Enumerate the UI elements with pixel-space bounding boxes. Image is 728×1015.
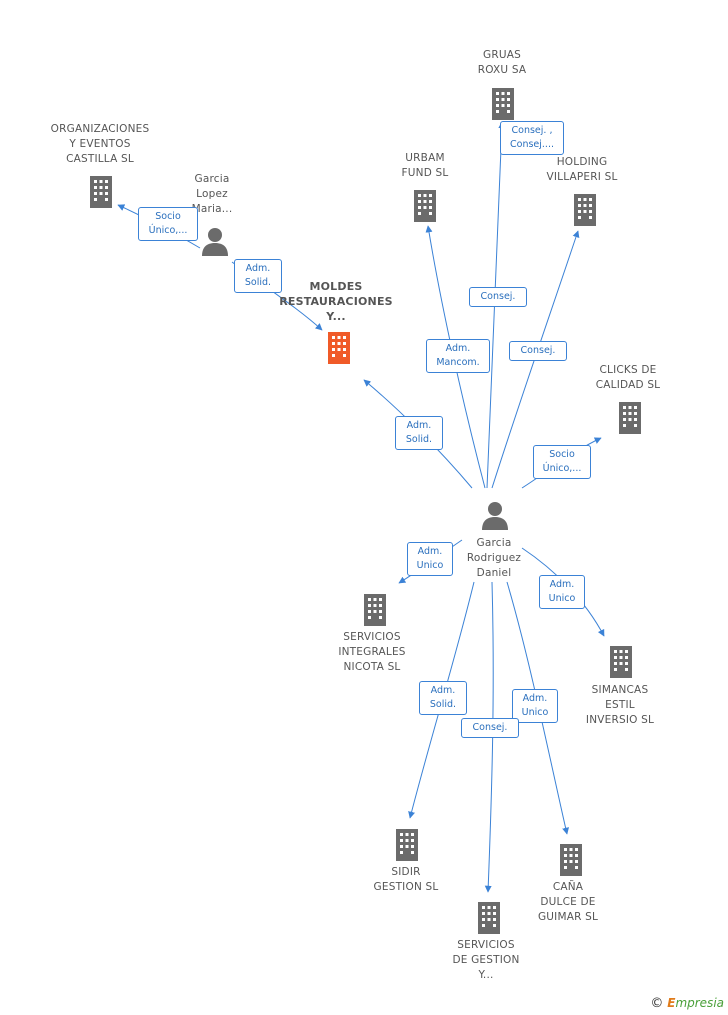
edge-label-socio-org[interactable]: Socio Único,... xyxy=(138,207,198,241)
node-label: Garcia Rodriguez Daniel xyxy=(466,537,522,579)
copyright-symbol: © xyxy=(650,996,664,1011)
person-icon xyxy=(482,502,508,530)
node-label: SERVICIOS DE GESTION Y... xyxy=(452,939,520,981)
building-icon xyxy=(90,176,112,208)
node-label: URBAM FUND SL xyxy=(401,152,449,179)
edge-label-gruas[interactable]: Consej. , Consej.... xyxy=(500,121,564,155)
person-icon xyxy=(202,228,228,256)
building-icon xyxy=(364,594,386,626)
empresia-footer[interactable]: © Empresia xyxy=(650,996,724,1011)
building-icon xyxy=(610,646,632,678)
edge-label-adm-unico-cana[interactable]: Adm. Unico xyxy=(512,689,558,723)
edge-label-consej-urbam[interactable]: Consej. xyxy=(469,287,527,307)
building-icon xyxy=(396,829,418,861)
building-icon xyxy=(414,190,436,222)
node-label: ORGANIZACIONES Y EVENTOS CASTILLA SL xyxy=(50,123,150,165)
building-icon xyxy=(478,902,500,934)
edge-servicios-gestion xyxy=(484,581,494,893)
node-label: CAÑA DULCE DE GUIMAR SL xyxy=(537,881,599,923)
node-label: HOLDING VILLAPERI SL xyxy=(546,156,618,183)
building-icon xyxy=(560,844,582,876)
brand-e: E xyxy=(667,996,676,1010)
edge-label-adm-solid-sidir[interactable]: Adm. Solid. xyxy=(419,681,467,715)
brand-name: mpresia xyxy=(675,996,724,1010)
node-label: SIDIR GESTION SL xyxy=(373,866,439,893)
edge-label-adm-solid-lopez[interactable]: Adm. Solid. xyxy=(234,259,282,293)
node-label: GRUAS ROXU SA xyxy=(477,49,527,76)
edge-label-adm-unico-simancas[interactable]: Adm. Unico xyxy=(539,575,585,609)
building-icon xyxy=(328,332,350,364)
building-icon xyxy=(574,194,596,226)
edge-label-socio-clicks[interactable]: Socio Único,... xyxy=(533,445,591,479)
edge-gruas xyxy=(486,121,506,489)
node-label: CLICKS DE CALIDAD SL xyxy=(595,364,661,391)
edge-label-consej-servicios[interactable]: Consej. xyxy=(461,718,519,738)
building-icon xyxy=(492,88,514,120)
edge-label-consej-holding[interactable]: Consej. xyxy=(509,341,567,361)
node-label: Garcia Lopez Maria... xyxy=(191,173,233,215)
node-label: SERVICIOS INTEGRALES NICOTA SL xyxy=(338,631,406,673)
building-icon xyxy=(619,402,641,434)
node-label: MOLDES RESTAURACIONES Y... xyxy=(279,280,393,323)
edge-label-adm-unico-nicota[interactable]: Adm. Unico xyxy=(407,542,453,576)
node-label: SIMANCAS ESTIL INVERSIO SL xyxy=(585,684,655,726)
edge-label-adm-solid-moldes[interactable]: Adm. Solid. xyxy=(395,416,443,450)
edge-label-adm-mancom[interactable]: Adm. Mancom. xyxy=(426,339,490,373)
